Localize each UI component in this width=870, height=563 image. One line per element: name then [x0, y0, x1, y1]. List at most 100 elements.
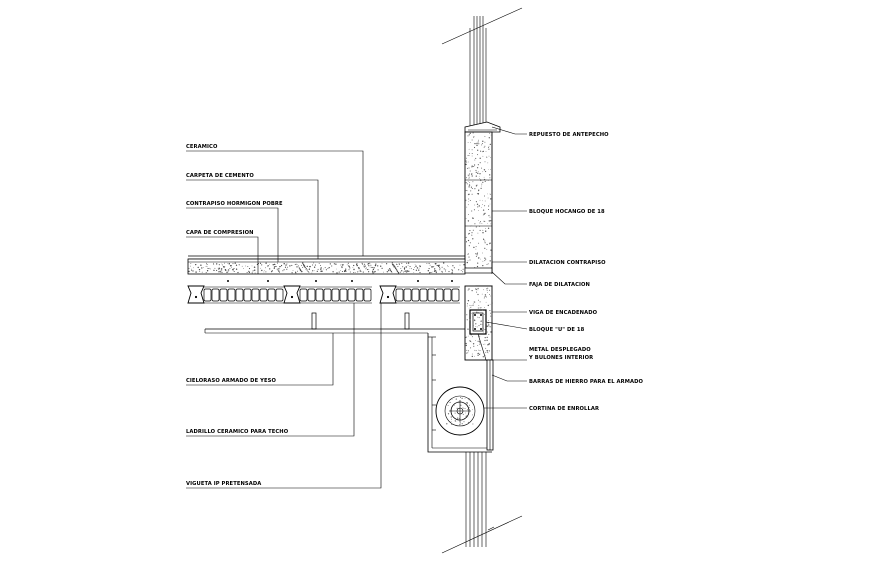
stipple-dot — [298, 267, 300, 269]
stipple-dot — [471, 174, 473, 176]
stipple-dot — [465, 163, 467, 166]
stipple-dot — [399, 263, 400, 265]
stipple-dot — [365, 267, 367, 269]
stipple-dot — [213, 269, 215, 271]
stipple-dot — [468, 232, 470, 235]
stipple-dot — [473, 319, 476, 321]
stipple-dot — [253, 266, 256, 268]
stipple-dot — [286, 268, 288, 270]
stipple-dot — [220, 268, 223, 270]
stipple-dot — [482, 140, 484, 142]
stipple-dot — [461, 423, 463, 425]
stipple-dot — [436, 264, 438, 266]
stipple-dot — [349, 267, 351, 269]
stipple-dot — [483, 238, 485, 241]
stipple-dot — [482, 331, 484, 333]
brick-cell — [299, 288, 308, 302]
stipple-dot — [466, 241, 467, 243]
stipple-dot — [358, 267, 360, 269]
stipple-dot — [482, 324, 483, 325]
brick-cell — [211, 288, 220, 302]
stipple-dot — [470, 307, 472, 309]
stipple-dot — [341, 264, 343, 266]
stipple-dot — [441, 271, 443, 273]
stipple-dot — [477, 210, 479, 211]
stipple-dot — [403, 270, 405, 272]
stipple-dot — [345, 268, 347, 270]
stipple-dot — [459, 424, 461, 426]
stipple-dot — [470, 190, 472, 192]
stipple-dot — [465, 415, 467, 417]
upper-window-frame — [441, 7, 523, 127]
stipple-dot — [295, 272, 297, 274]
stipple-dot — [243, 268, 244, 269]
stipple-dot — [323, 268, 325, 270]
stipple-dot — [357, 271, 359, 273]
stipple-dot — [484, 205, 486, 207]
stipple-dot — [464, 397, 466, 399]
stipple-dot — [333, 263, 335, 265]
stipple-dot — [450, 418, 452, 420]
stipple-dot — [490, 315, 492, 317]
stipple-dot — [189, 265, 191, 267]
stipple-dot — [471, 186, 472, 188]
stipple-dot — [473, 136, 475, 138]
stipple-dot — [453, 267, 455, 269]
stipple-dot — [468, 233, 469, 235]
stipple-dot — [489, 132, 491, 134]
stipple-dot — [374, 264, 377, 267]
stipple-dot — [467, 194, 469, 196]
stipple-dot — [368, 271, 370, 273]
stipple-dot — [307, 270, 309, 273]
stipple-dot — [480, 150, 482, 152]
stipple-dot — [278, 271, 280, 273]
left-labels: CERAMICO CARPETA DE CEMENTO CONTRAPISO H… — [186, 144, 289, 487]
stipple-dot — [188, 267, 190, 269]
stipple-dot — [254, 272, 256, 274]
stipple-dot — [451, 423, 453, 425]
stipple-dot — [286, 263, 288, 265]
stipple-dot — [475, 171, 477, 173]
stipple-dot — [469, 155, 470, 156]
stipple-dot — [484, 343, 486, 345]
stipple-dot — [469, 182, 471, 184]
stipple-dot — [466, 305, 468, 307]
stipple-dot — [282, 270, 284, 272]
stipple-dot — [221, 264, 223, 266]
stipple-dot — [467, 142, 469, 143]
label-bulones-interior: Y BULONES INTERIOR — [528, 355, 593, 361]
stipple-dot — [479, 350, 481, 352]
stipple-dot — [451, 269, 454, 271]
stipple-dot — [209, 268, 211, 270]
label-barras-hierro: BARRAS DE HIERRO PARA EL ARMADO — [529, 379, 643, 385]
stipple-dot — [470, 312, 472, 314]
stipple-dot — [356, 264, 358, 267]
stipple-dot — [467, 200, 469, 202]
stipple-dot — [368, 268, 370, 270]
stipple-dot — [367, 263, 370, 265]
stipple-dot — [459, 264, 461, 266]
stipple-dot — [472, 325, 474, 327]
stipple-dot — [472, 423, 474, 425]
stipple-dot — [407, 264, 409, 266]
stipple-dot — [489, 203, 491, 205]
stipple-dot — [406, 262, 408, 264]
stipple-dot — [488, 148, 490, 150]
stipple-dot — [273, 267, 275, 269]
stipple-dot — [278, 268, 280, 270]
stipple-dot — [485, 151, 487, 152]
stipple-dot — [270, 271, 273, 273]
stipple-dot — [224, 268, 227, 271]
stipple-dot — [362, 263, 364, 265]
stipple-dot — [216, 269, 218, 271]
stipple-dot — [283, 263, 285, 265]
stipple-dot — [469, 230, 471, 232]
stipple-dot — [466, 402, 468, 404]
stipple-dot — [433, 266, 435, 268]
stipple-dot — [460, 396, 461, 398]
stipple-dot — [472, 409, 473, 411]
stipple-dot — [489, 295, 491, 297]
stipple-dot — [291, 264, 293, 266]
stipple-dot — [483, 178, 486, 181]
stipple-dot — [467, 190, 469, 192]
